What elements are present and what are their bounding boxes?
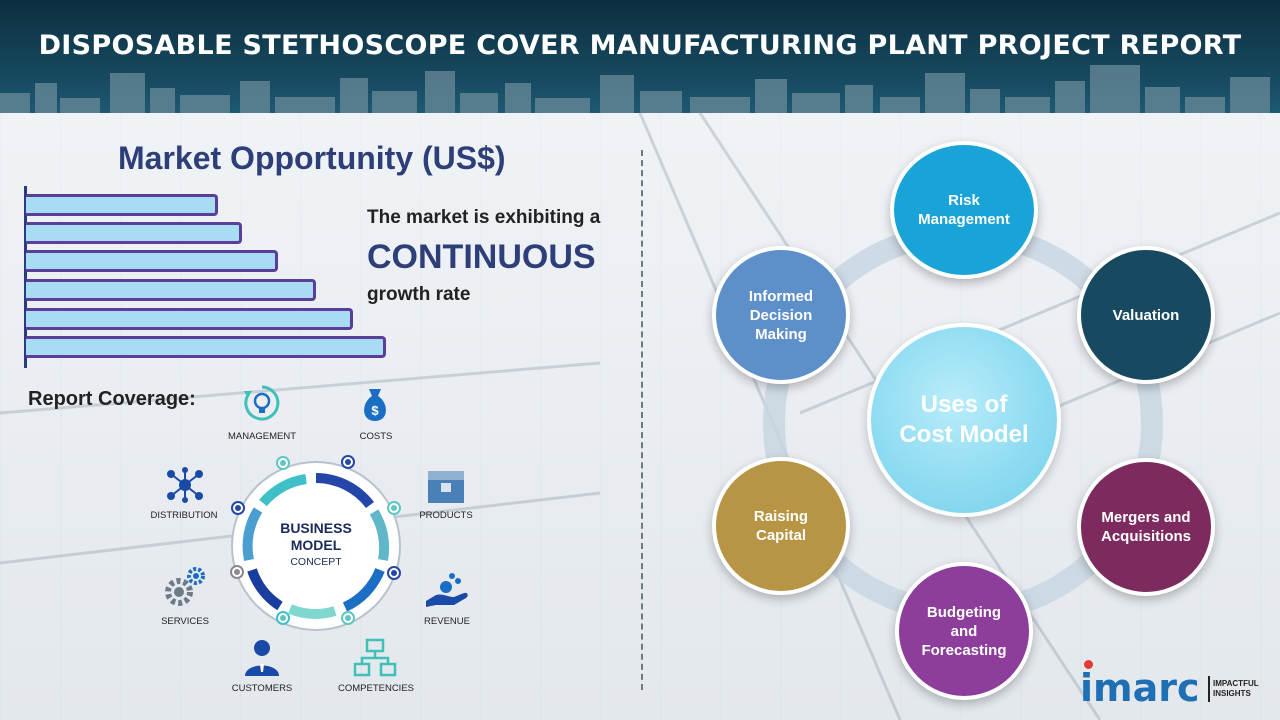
center-concept: CONCEPT xyxy=(290,556,342,568)
competencies-icon xyxy=(353,638,397,677)
customers-icon xyxy=(245,640,279,676)
services-icon xyxy=(165,567,205,606)
center-cost-model: Cost Model xyxy=(899,421,1029,448)
node-text: Decision xyxy=(749,306,813,324)
growth-bar-5 xyxy=(26,308,353,330)
node-text: Informed xyxy=(748,287,814,305)
section-divider xyxy=(641,150,643,690)
report-coverage-title: Report Coverage: xyxy=(28,388,196,410)
node-text: Mergers and xyxy=(1101,509,1191,526)
market-opportunity-title: Market Opportunity (US$) xyxy=(118,140,506,176)
distribution-icon xyxy=(167,467,203,503)
coverage-label-costs: COSTS xyxy=(359,431,393,442)
node-text: Acquisitions xyxy=(1100,528,1191,545)
growth-bar-2 xyxy=(26,222,242,244)
node-text: Valuation xyxy=(1112,306,1180,324)
report-title: DISPOSABLE STETHOSCOPE COVER MANUFACTURI… xyxy=(38,30,1242,61)
header-banner: DISPOSABLE STETHOSCOPE COVER MANUFACTURI… xyxy=(0,0,1280,113)
business-model-diagram xyxy=(230,455,401,631)
logo-separator xyxy=(1208,676,1210,702)
svg-text:$: $ xyxy=(371,403,379,418)
growth-bar-3 xyxy=(26,250,278,272)
coverage-label-services: SERVICES xyxy=(161,616,209,627)
growth-bar-1 xyxy=(26,194,218,216)
revenue-icon xyxy=(426,573,468,607)
coverage-label-customers: CUSTOMERS xyxy=(231,683,293,694)
node-text: Raising xyxy=(753,508,809,525)
node-text: Budgeting xyxy=(926,603,1002,621)
center-business: BUSINESS xyxy=(280,520,352,536)
growth-bar-6 xyxy=(26,336,386,358)
coverage-label-management: MANAGEMENT xyxy=(227,431,297,442)
city-skyline xyxy=(0,65,1270,113)
cost-model-center: Uses of Cost Model xyxy=(867,323,1061,517)
bar-chart-axis xyxy=(24,186,27,368)
coverage-label-distribution: DISTRIBUTION xyxy=(150,510,218,521)
coverage-label-competencies: COMPETENCIES xyxy=(337,683,414,694)
node-text: Management xyxy=(918,211,1010,228)
center-model: MODEL xyxy=(290,537,342,553)
logo-tag-line2: INSIGHTS xyxy=(1213,689,1251,698)
business-model-center-text: BUSINESS MODEL CONCEPT xyxy=(266,520,366,571)
market-text-line1: The market is exhibiting a xyxy=(367,207,601,228)
node-text: and xyxy=(950,622,978,640)
node-text: Capital xyxy=(755,527,806,544)
products-icon xyxy=(428,471,464,503)
market-text-continuous: CONTINUOUS xyxy=(367,238,596,276)
logo-dot xyxy=(1084,660,1093,669)
coverage-label-revenue: REVENUE xyxy=(424,616,470,627)
node-valuation: Valuation xyxy=(1077,246,1215,384)
coverage-label-products: PRODUCTS xyxy=(419,510,473,521)
node-text: Risk xyxy=(948,192,980,209)
node-text: Making xyxy=(755,325,807,343)
growth-bar-4 xyxy=(26,279,316,301)
logo-tagline: IMPACTFUL INSIGHTS xyxy=(1213,679,1273,699)
management-icon xyxy=(244,385,280,421)
logo-tag-line1: IMPACTFUL xyxy=(1213,679,1259,688)
node-text: Forecasting xyxy=(921,641,1007,659)
costs-icon: $ xyxy=(364,389,386,421)
imarc-logo: imarc xyxy=(1080,666,1200,710)
center-uses-of: Uses of xyxy=(920,391,1008,418)
market-text-line3: growth rate xyxy=(367,284,471,305)
